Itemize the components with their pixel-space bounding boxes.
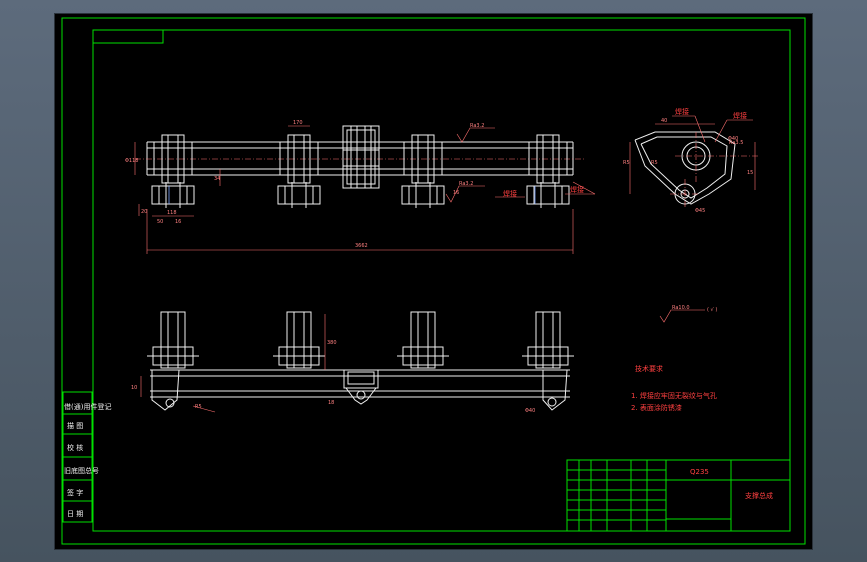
roughness-note-value: Ra10.0	[672, 305, 690, 311]
top-dim-34: 34	[214, 176, 220, 182]
drawing-sheet: 借(通)用件登记 描 图 校 核 旧底图总号 签 字 日 期	[55, 14, 812, 549]
left-strip-label-4: 旧底图总号	[64, 466, 99, 475]
left-strip: 借(通)用件登记 描 图 校 核 旧底图总号 签 字 日 期	[62, 391, 111, 523]
svg-text:( √ ): ( √ )	[707, 307, 717, 313]
left-strip-label-1: 借(通)用件登记	[64, 402, 111, 411]
side-dim-15: 15	[747, 170, 753, 176]
tech-req-item-1: 1. 焊接应牢固无裂纹与气孔	[631, 391, 717, 400]
top-dim-16a: 16	[175, 219, 181, 225]
corner-code-box	[92, 29, 164, 44]
side-dim-r5a: R5	[623, 160, 630, 166]
top-dim-50: 50	[157, 219, 163, 225]
side-weld-label-2: 焊接	[733, 111, 747, 120]
side-dim-40: 40	[661, 118, 667, 124]
left-strip-label-5: 签 字	[67, 488, 83, 497]
side-dim-r5b: R5	[651, 160, 658, 166]
front-dim-phi40: Φ40	[525, 408, 535, 414]
tech-req-title: 技术要求	[635, 364, 663, 373]
roughness-note: Ra10.0 ( √ )	[659, 305, 717, 323]
title-block-material: Q235	[690, 468, 709, 476]
side-view: R5 40 Φ40 R5 15 Ra3.5 Φ45 焊接 焊接	[623, 107, 760, 214]
outer-frame	[61, 17, 806, 545]
cad-drawing: 借(通)用件登记 描 图 校 核 旧底图总号 签 字 日 期	[61, 17, 806, 545]
top-dim-length: 3662	[355, 243, 368, 249]
left-strip-label-2: 描 图	[67, 421, 83, 430]
top-dim-20: 20	[141, 209, 147, 215]
top-dim-16b: 16	[453, 190, 459, 196]
top-dim-170: 170	[293, 120, 303, 126]
front-dim-10: 10	[131, 385, 137, 391]
top-roughness-1: Ra3.2	[470, 123, 484, 129]
left-strip-label-6: 日 期	[67, 510, 83, 518]
side-dim-phi40: Φ40	[728, 136, 738, 142]
side-weld-label-1: 焊接	[675, 107, 689, 116]
top-dim-dia: Φ118	[125, 158, 138, 164]
top-weld-label-1: 焊接	[503, 189, 517, 198]
top-weld-label-2: 焊接	[570, 185, 584, 194]
front-dim-18: 18	[328, 400, 334, 406]
top-roughness-2: Ra3.2	[459, 181, 473, 187]
left-strip-label-3: 校 核	[67, 443, 83, 452]
front-dim-r5: R5	[195, 404, 202, 410]
side-dim-phi45: Φ45	[695, 208, 705, 214]
top-view: 3662 Φ118 170 34 118 20 50 16 16 Ra3.2 R…	[125, 120, 596, 254]
side-dim-ra35: Ra3.5	[729, 140, 743, 146]
top-dim-118: 118	[167, 210, 177, 216]
inner-frame	[92, 29, 791, 532]
title-block: Q235 支撑总成	[566, 459, 791, 532]
technical-requirements: 技术要求 1. 焊接应牢固无裂纹与气孔 2. 表面涂防锈漆	[631, 364, 717, 412]
tech-req-item-2: 2. 表面涂防锈漆	[631, 403, 682, 412]
front-view: 10 R5 18 380 Φ40	[131, 311, 574, 414]
title-block-drawing-name: 支撑总成	[745, 491, 773, 500]
front-dim-380: 380	[327, 340, 337, 346]
